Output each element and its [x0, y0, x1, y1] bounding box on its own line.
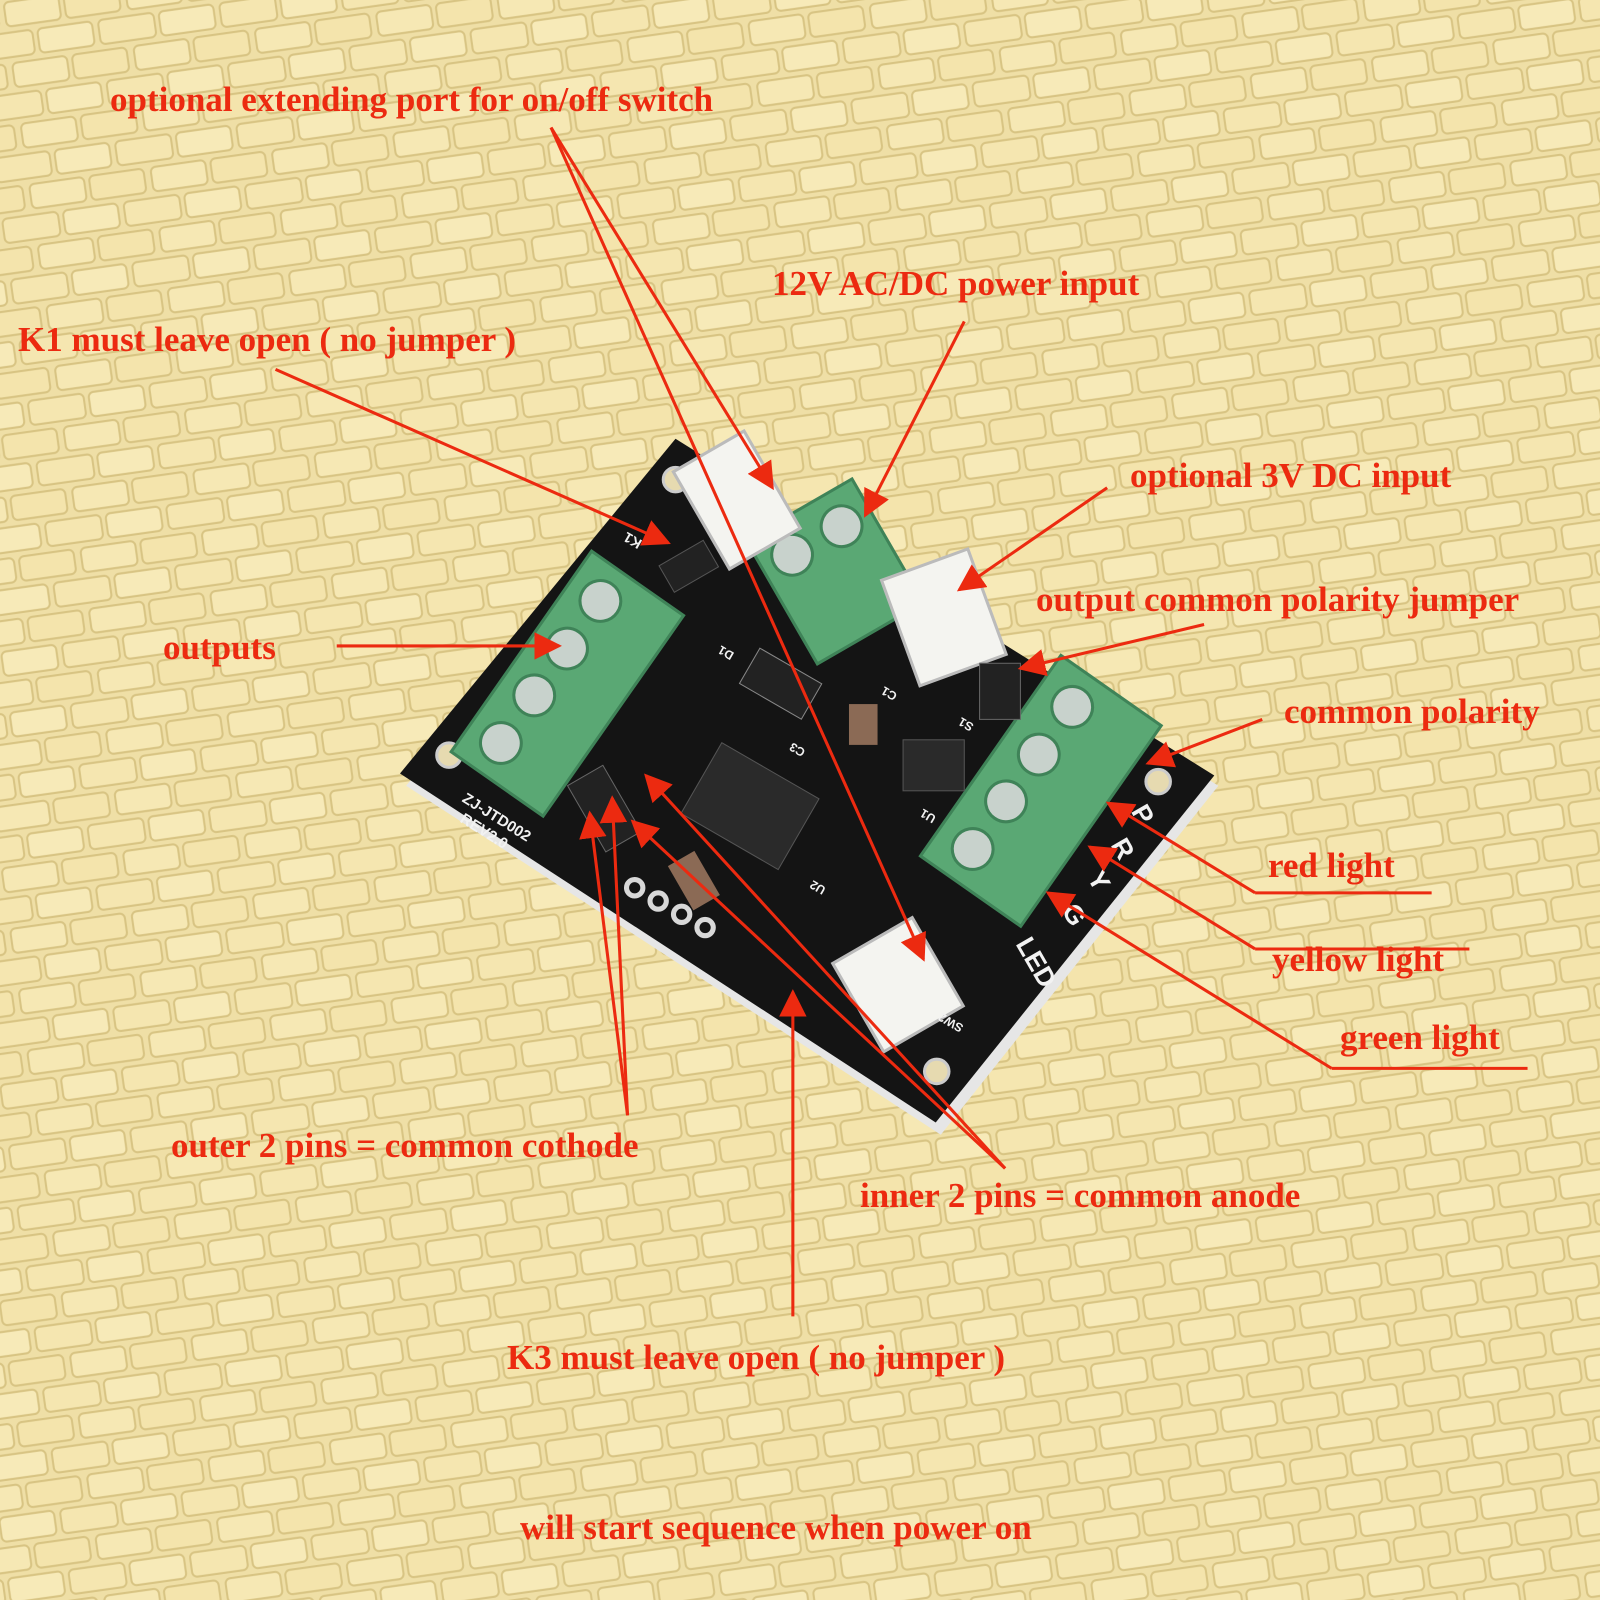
c3-marking: C3: [787, 739, 808, 759]
arrow-yellow: [1087, 845, 1256, 951]
label-3v-input: optional 3V DC input: [1130, 456, 1452, 495]
arrow-polarity-jumper: [1017, 623, 1205, 677]
u2-marking: U2: [807, 877, 828, 897]
k1-pin-header: [658, 539, 720, 594]
arrow-extending-port-2: [549, 126, 926, 962]
label-polarity-jumper: output common polarity jumper: [1036, 580, 1520, 619]
annotation-arrows: [274, 126, 1333, 1317]
d1-marking: D1: [715, 643, 736, 663]
light-terminal-block: [918, 653, 1164, 929]
u1-marking: U1: [918, 806, 939, 826]
label-common-polarity: common polarity: [1284, 692, 1540, 731]
c1-marking: C1: [879, 683, 900, 703]
arrow-outer-2: [599, 795, 630, 1116]
ic-chip: [680, 742, 820, 871]
arrow-k1: [274, 367, 671, 546]
label-red-light: red light: [1268, 846, 1395, 885]
arrow-extending-port-1: [549, 126, 774, 491]
output-terminal-block: [449, 549, 686, 819]
mount-hole: [922, 1057, 951, 1086]
pad-row: [623, 877, 716, 939]
s1-marking: S1: [956, 714, 976, 734]
label-green-light: green light: [1340, 1018, 1500, 1057]
arrow-3v: [956, 486, 1109, 592]
mount-hole: [1144, 767, 1172, 796]
label-outer-pins: outer 2 pins = common cothode: [171, 1126, 639, 1165]
label-outputs: outputs: [163, 628, 276, 667]
s1-jumper: [979, 662, 1021, 720]
arrow-green: [1045, 891, 1333, 1070]
arrow-inner-1: [630, 819, 1007, 1170]
arrow-power-input: [863, 320, 966, 518]
arrow-common-polarity: [1145, 717, 1263, 768]
arrow-outer-1: [579, 810, 630, 1116]
label-power-input: 12V AC/DC power input: [772, 264, 1140, 303]
pcb-board: ZJ-JTD002 REV2.0 P R Y G LED SW2 K1 S1 D…: [400, 428, 1219, 1135]
capacitor: [848, 704, 878, 745]
regulator: [902, 739, 965, 792]
label-underlines: [1255, 891, 1528, 1070]
label-extending-port: optional extending port for on/off switc…: [110, 80, 714, 119]
label-sequence: will start sequence when power on: [520, 1508, 1032, 1547]
k1-marking: K1: [621, 528, 645, 551]
label-inner-pins: inner 2 pins = common anode: [860, 1176, 1301, 1215]
label-k1: K1 must leave open ( no jumper ): [18, 320, 517, 359]
label-yellow-light: yellow light: [1272, 940, 1445, 979]
arrow-red: [1105, 801, 1256, 895]
label-k3: K3 must leave open ( no jumper ): [507, 1338, 1006, 1377]
arrow-inner-2: [644, 773, 1007, 1170]
